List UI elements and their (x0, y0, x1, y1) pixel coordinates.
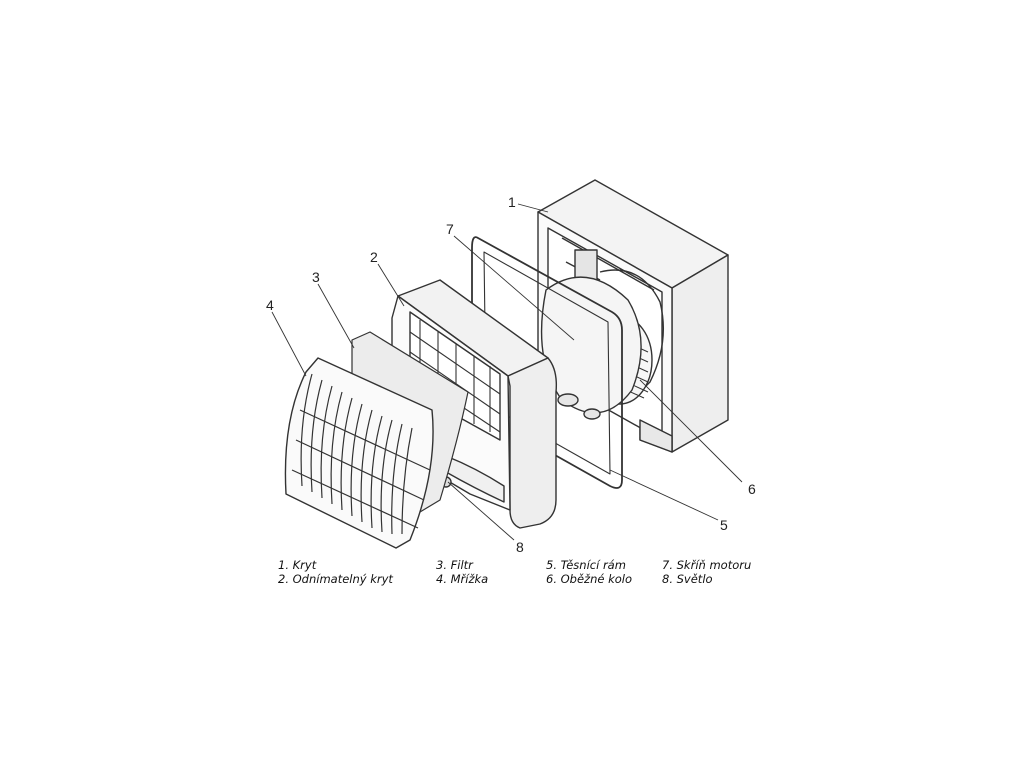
callout-5: 5 (720, 517, 728, 533)
callout-7: 7 (446, 221, 454, 237)
legend-col-3: 5. Těsnící rám 6. Oběžné kolo (546, 558, 632, 586)
callout-8: 8 (516, 539, 524, 555)
legend-col-1: 1. Kryt 2. Odnímatelný kryt (278, 558, 393, 586)
legend-col-4: 7. Skříň motoru 8. Světlo (662, 558, 751, 586)
legend-item-svetlo: 8. Světlo (662, 572, 713, 586)
grille (284, 357, 434, 549)
legend-item-mrizka: 4. Mřížka (436, 572, 489, 586)
callout-3: 3 (312, 269, 320, 285)
motor-housing (540, 276, 642, 420)
legend-item-filtr: 3. Filtr (436, 558, 473, 572)
legend-item-obezne-kolo: 6. Oběžné kolo (546, 572, 633, 586)
leader-lines (271, 203, 743, 541)
callout-2: 2 (370, 249, 378, 265)
callout-4: 4 (266, 297, 274, 313)
legend-col-2: 3. Filtr 4. Mřížka (436, 558, 488, 586)
legend-item-tesnici-ram: 5. Těsnící rám (546, 558, 626, 572)
callout-1: 1 (508, 194, 516, 210)
legend-item-odnimatelny-kryt: 2. Odnímatelný kryt (278, 572, 393, 586)
legend-item-kryt: 1. Kryt (278, 558, 317, 572)
legend-item-skrin-motoru: 7. Skříň motoru (662, 558, 752, 572)
callout-6: 6 (748, 481, 756, 497)
